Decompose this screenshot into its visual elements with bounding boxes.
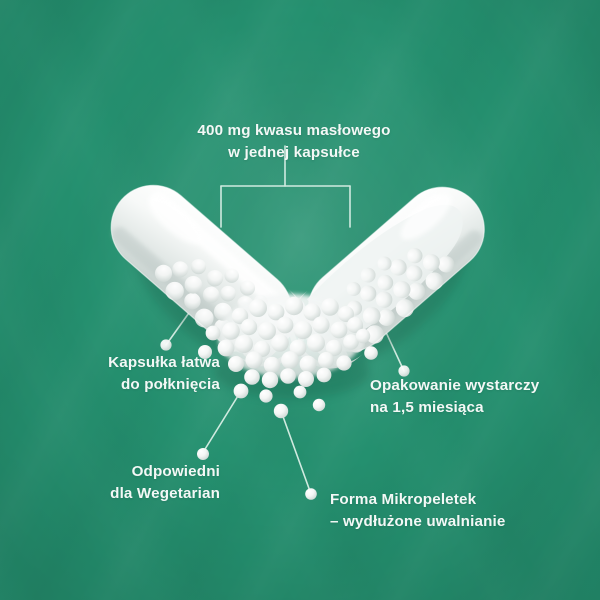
easy-to-swallow-callout-label: Kapsułka łatwa do połknięcia: [108, 354, 220, 393]
micropellet-pile: [160, 294, 410, 500]
dose-bracket-connector: [220, 145, 351, 228]
vegetarian-leader-line: [201, 390, 242, 455]
dose-callout-label: 400 mg kwasu masłowego w jednej kapsułce: [197, 122, 391, 161]
packaging-duration-callout-label: Opakowanie wystarczy na 1,5 miesiąca: [370, 377, 540, 416]
vegetarian-callout-label: Odpowiedni dla Wegetarian: [110, 463, 220, 502]
pellets-leader-line: [280, 410, 312, 495]
micropellet-form-callout-label: Forma Mikropeletek – wydłużone uwalniani…: [330, 491, 506, 530]
